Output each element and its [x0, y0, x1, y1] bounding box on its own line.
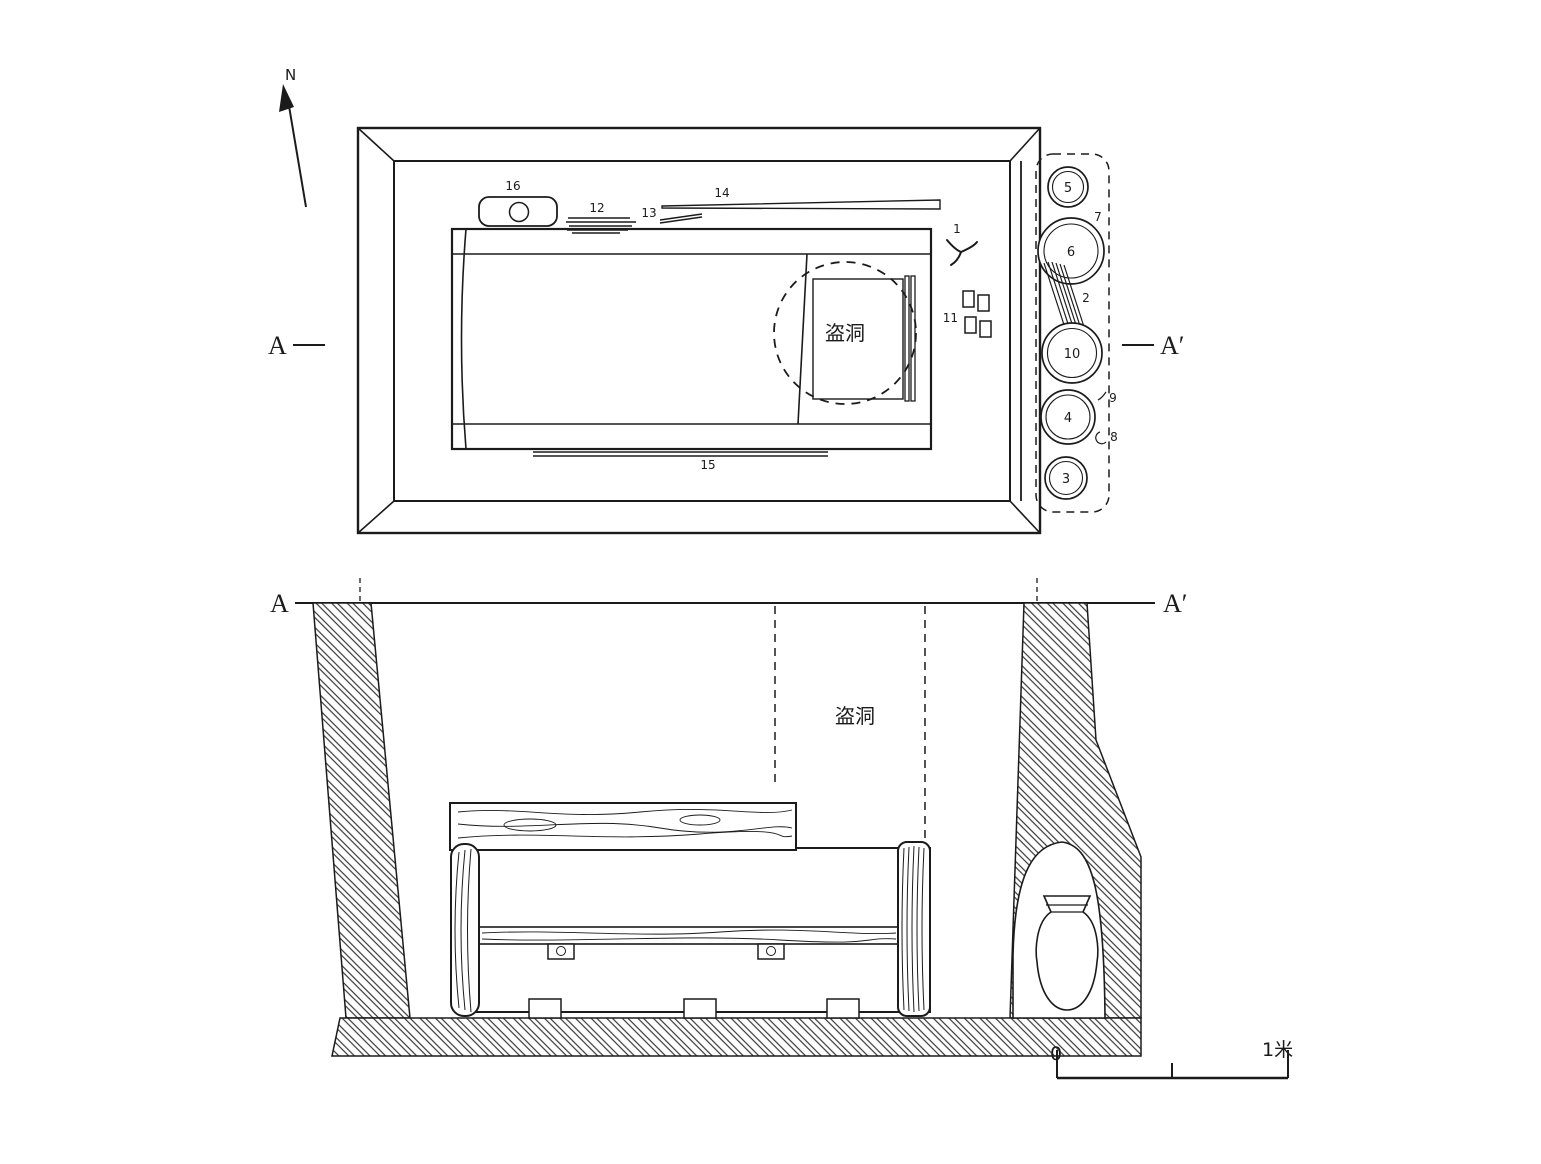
vessel-10-label: 10: [1064, 347, 1081, 362]
section-view: [295, 578, 1289, 1080]
plan-section-marker-right: A′: [1160, 331, 1184, 360]
artifact-1-label: 1: [953, 222, 961, 236]
coffin-floor-plank: [476, 926, 902, 945]
section-niche-vessel: [1035, 895, 1099, 1011]
plan-pit-outline: [356, 126, 1042, 535]
section-marker-right: A′: [1163, 589, 1187, 618]
coffin-end-board-left: [450, 843, 480, 1017]
vessel-5: [1047, 166, 1089, 208]
coffin-support-block-right: [757, 943, 785, 960]
artifact-11-label: 11: [943, 311, 958, 325]
section-robber-hole-label: 盗洞: [835, 704, 875, 728]
section-floor: [331, 1017, 1142, 1057]
plan-end-board-bar-1: [904, 275, 910, 402]
plan-niche: [1035, 153, 1110, 513]
section-coffin: [449, 802, 931, 1019]
artifact-16-label: 16: [505, 179, 520, 193]
vessel-6: [1037, 217, 1105, 285]
vessel-4: [1040, 389, 1096, 445]
plan-robber-hole-label: 盗洞: [825, 321, 865, 345]
plan-coffin-divider: [797, 253, 808, 425]
vessel-6-label: 6: [1067, 245, 1075, 260]
artifact-12: [566, 217, 636, 234]
scale-zero-label: 0: [1050, 1043, 1062, 1065]
artifact-12-label: 12: [589, 201, 604, 215]
artifact-15-label: 15: [700, 458, 715, 472]
plan-disturbed-area: [812, 278, 904, 400]
plan-coffin: [450, 227, 933, 451]
artifact-8-label: 8: [1110, 430, 1118, 444]
north-label: N: [285, 66, 296, 84]
coffin-support-block-left: [547, 943, 575, 960]
artifact-7-label: 7: [1094, 210, 1102, 224]
artifact-14-label: 14: [714, 186, 729, 200]
coffin-feet: [528, 998, 860, 1019]
artifact-2-bundle: [1043, 261, 1087, 334]
north-arrow-head: [279, 84, 294, 112]
artifact-9-label: 9: [1109, 391, 1117, 405]
niche-dashed-outline: [1035, 153, 1110, 513]
artifact-9-mark: [1097, 391, 1107, 401]
artifact-13: [659, 213, 703, 224]
artifact-8-mark: [1095, 431, 1107, 445]
coffin-end-board-right: [897, 841, 931, 1017]
artifact-15: [533, 451, 828, 457]
plan-coffin-left-end: [460, 228, 467, 450]
artifact-16: [478, 196, 558, 227]
vessel-3: [1044, 456, 1088, 500]
vessel-3-label: 3: [1062, 472, 1070, 487]
artifact-2-label: 2: [1082, 291, 1090, 305]
section-marker-left: A: [270, 589, 289, 618]
vessel-5-label: 5: [1064, 181, 1072, 196]
artifact-11: [962, 290, 992, 338]
vessel-4-label: 4: [1064, 411, 1072, 426]
coffin-top-plank: [449, 802, 797, 851]
vessel-10: [1041, 322, 1103, 384]
plan-robber-hole-circle: [773, 261, 917, 405]
artifact-13-label: 13: [641, 206, 656, 220]
scale-unit-label: 1米: [1262, 1039, 1293, 1061]
scale-bar: [1056, 1050, 1289, 1080]
north-arrow: [279, 84, 307, 208]
plan-section-marker-left: A: [268, 331, 287, 360]
artifact-14: [661, 199, 941, 210]
plan-view: [293, 126, 1154, 535]
artifact-1: [946, 239, 978, 266]
